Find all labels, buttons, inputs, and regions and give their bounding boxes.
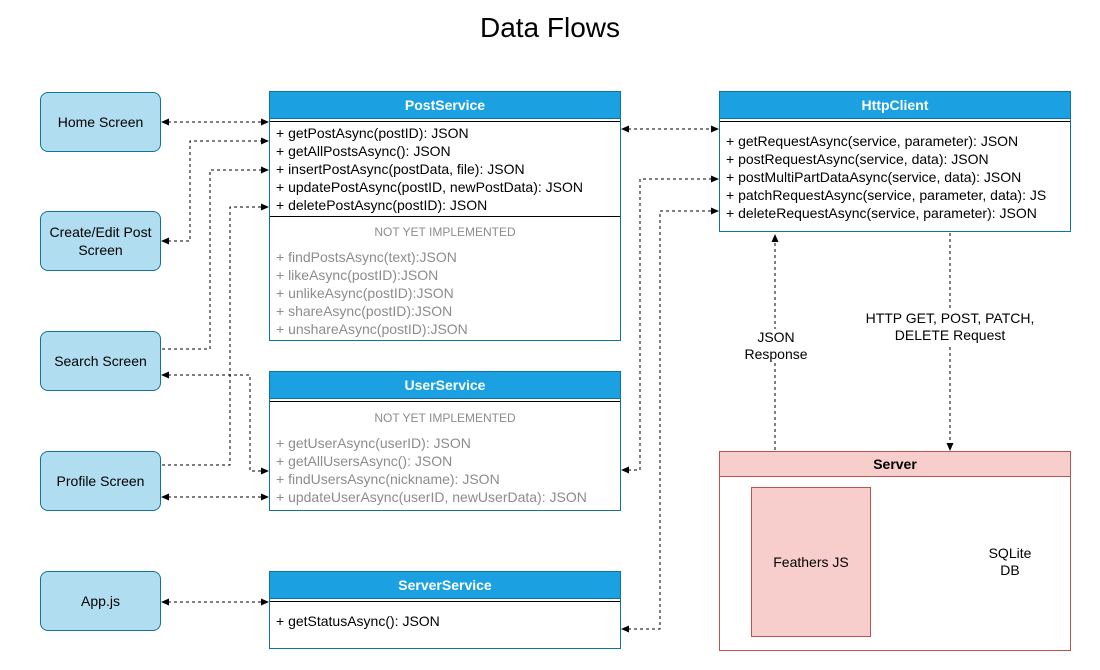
post-service-method: + deletePostAsync(postID): JSON — [276, 197, 488, 213]
post-service-method: + getPostAsync(postID): JSON — [276, 125, 469, 141]
post-service-method: + insertPostAsync(postData, file): JSON — [276, 161, 525, 177]
profile-screen-label: Profile Screen — [56, 473, 145, 489]
connector-search-postservice — [162, 166, 269, 350]
search-screen-label: Search Screen — [54, 353, 147, 369]
connector-profile-postservice — [162, 203, 269, 466]
server-service-method: + getStatusAsync(): JSON — [276, 613, 440, 629]
post-service-pending-method: + shareAsync(postID):JSON — [276, 303, 453, 319]
post-service-pending-method: + unlikeAsync(postID):JSON — [276, 285, 454, 301]
create-edit-screen-label: Create/Edit Post Screen — [49, 224, 152, 258]
http-client-method: + patchRequestAsync(service, parameter, … — [726, 187, 1047, 203]
json-response-label: JSON Response — [740, 329, 812, 363]
user-service-not-implemented-label: NOT YET IMPLEMENTED — [374, 411, 516, 425]
post-service-pending-method: + findPostsAsync(text):JSON — [276, 249, 457, 265]
feathers-js-label: Feathers JS — [773, 554, 849, 570]
user-service-pending-method: + getUserAsync(userID): JSON — [276, 435, 471, 451]
user-service-pending-method: + updateUserAsync(userID, newUserData): … — [276, 489, 587, 505]
home-screen-label: Home Screen — [57, 114, 144, 130]
connector-serverservice-httpclient — [621, 207, 719, 633]
home-screen-node[interactable]: Home Screen — [40, 92, 161, 152]
http-request-label: HTTP GET, POST, PATCH, DELETE Request — [843, 310, 1057, 344]
http-client-class[interactable]: HttpClient + getRequestAsync(service, pa… — [719, 91, 1071, 232]
feathers-js-node[interactable]: Feathers JS — [751, 487, 871, 637]
post-service-not-implemented-label: NOT YET IMPLEMENTED — [374, 225, 516, 239]
connector-search-userservice — [161, 371, 269, 475]
post-service-class[interactable]: PostService + getPostAsync(postID): JSON… — [269, 91, 621, 341]
app-js-label: App.js — [81, 593, 120, 609]
user-service-pending-method: + findUsersAsync(nickname): JSON — [276, 471, 500, 487]
http-client-method: + deleteRequestAsync(service, parameter)… — [726, 205, 1037, 221]
diagram-title: Data Flows — [479, 12, 621, 43]
post-service-method: + updatePostAsync(postID, newPostData): … — [276, 179, 583, 195]
connector-createedit-postservice — [161, 137, 269, 245]
user-service-divider-top — [270, 401, 620, 402]
create-edit-screen-node[interactable]: Create/Edit Post Screen — [40, 211, 161, 271]
user-service-pending-method: + getAllUsersAsync(): JSON — [276, 453, 453, 469]
post-service-title: PostService — [270, 92, 620, 119]
http-client-method: + postMultiPartDataAsync(service, data):… — [726, 169, 1022, 185]
post-service-divider-top — [270, 121, 620, 122]
http-client-title: HttpClient — [720, 92, 1070, 119]
server-service-title: ServerService — [270, 572, 620, 599]
app-js-node[interactable]: App.js — [40, 571, 161, 631]
http-client-method: + getRequestAsync(service, parameter): J… — [726, 133, 1019, 149]
post-service-pending-method: + unshareAsync(postID):JSON — [276, 321, 468, 337]
server-title: Server — [720, 452, 1070, 477]
profile-screen-node[interactable]: Profile Screen — [40, 451, 161, 511]
http-client-divider-top — [720, 121, 1070, 122]
user-service-class[interactable]: UserService NOT YET IMPLEMENTED + getUse… — [269, 371, 621, 511]
http-client-method: + postRequestAsync(service, data): JSON — [726, 151, 989, 167]
post-service-method: + getAllPostsAsync(): JSON — [276, 143, 451, 159]
server-service-divider-top — [270, 601, 620, 602]
sqlite-db-label: SQLite DB — [988, 545, 1032, 578]
connector-userservice-httpclient — [621, 175, 719, 474]
post-service-pending-method: + likeAsync(postID):JSON — [276, 267, 439, 283]
user-service-title: UserService — [270, 372, 620, 399]
server-service-class[interactable]: ServerService + getStatusAsync(): JSON — [269, 571, 621, 649]
post-service-divider — [270, 216, 620, 217]
search-screen-node[interactable]: Search Screen — [40, 331, 161, 391]
